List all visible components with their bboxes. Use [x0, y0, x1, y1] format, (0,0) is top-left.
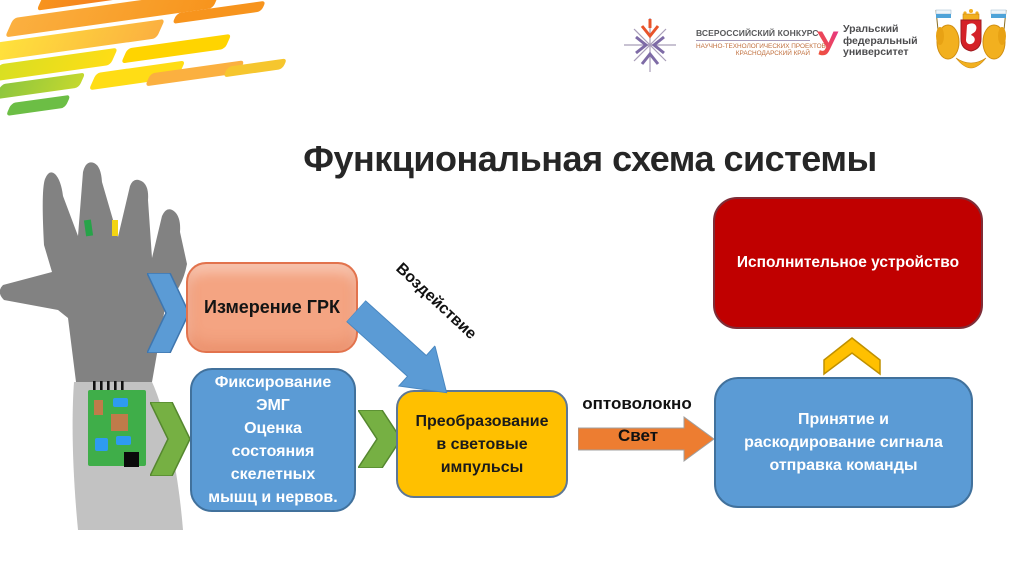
finger-ring-green — [83, 219, 94, 237]
chevron-emg-to-convert — [358, 410, 401, 468]
chevron-receive-to-actuator — [823, 337, 881, 376]
block-measure-label: Измерение ГРК — [204, 297, 340, 317]
hand-silhouette — [0, 162, 187, 382]
chevron-hand-to-measure — [147, 273, 189, 353]
block-receive-label: Принятие и раскодирование сигнала отправ… — [744, 411, 943, 474]
urfu-logo: У Уральский федеральный университет — [815, 22, 925, 72]
block-emg-label: Фиксирование ЭМГ Оценка состояния скелет… — [208, 374, 338, 506]
fiber-optic-label: оптоволокно — [582, 394, 692, 413]
circuit-board — [88, 381, 146, 467]
block-light-conversion: Преобразование в световые импульсы — [396, 390, 568, 498]
urfu-text: Уральский федеральный университет — [843, 23, 918, 59]
konkurs-title: ВСЕРОССИЙСКИЙ КОНКУРС — [696, 28, 819, 38]
stripe — [5, 94, 71, 117]
konkurs-text: ВСЕРОССИЙСКИЙ КОНКУРС НАУЧНО-ТЕХНОЛОГИЧЕ… — [696, 28, 826, 57]
chevron-hand-to-emg — [150, 402, 190, 476]
block-convert-label: Преобразование в световые импульсы — [415, 412, 549, 476]
block-measure-grk: Измерение ГРК — [186, 262, 358, 353]
coat-of-arms-icon — [935, 9, 1007, 69]
page-title: Функциональная схема системы — [303, 138, 877, 179]
konkurs-divider — [696, 40, 810, 41]
block-actuator-device: Исполнительное устройство — [713, 197, 983, 329]
urfu-line2: федеральный — [843, 34, 918, 47]
hand-illustration — [0, 162, 187, 530]
impact-arrow — [345, 299, 448, 394]
fiber-optic-arrow — [578, 416, 715, 462]
finger-ring-yellow — [112, 220, 118, 236]
urfu-u-icon: У — [817, 25, 839, 63]
konkurs-star-icon — [624, 18, 676, 72]
urfu-line1: Уральский — [843, 23, 899, 35]
urfu-line3: университет — [843, 46, 909, 58]
block-actuator-label: Исполнительное устройство — [736, 254, 960, 271]
block-emg-fixation: Фиксирование ЭМГ Оценка состояния скелет… — [190, 368, 356, 512]
konkurs-logo: ВСЕРОССИЙСКИЙ КОНКУРС НАУЧНО-ТЕХНОЛОГИЧЕ… — [622, 12, 826, 82]
svg-text:У: У — [817, 25, 839, 63]
light-label: Свет — [617, 426, 659, 445]
konkurs-subtitle: НАУЧНО-ТЕХНОЛОГИЧЕСКИХ ПРОЕКТОВ — [696, 43, 826, 50]
konkurs-region: КРАСНОДАРСКИЙ КРАЙ — [735, 50, 810, 57]
block-signal-receive: Принятие и раскодирование сигнала отправ… — [714, 377, 973, 508]
